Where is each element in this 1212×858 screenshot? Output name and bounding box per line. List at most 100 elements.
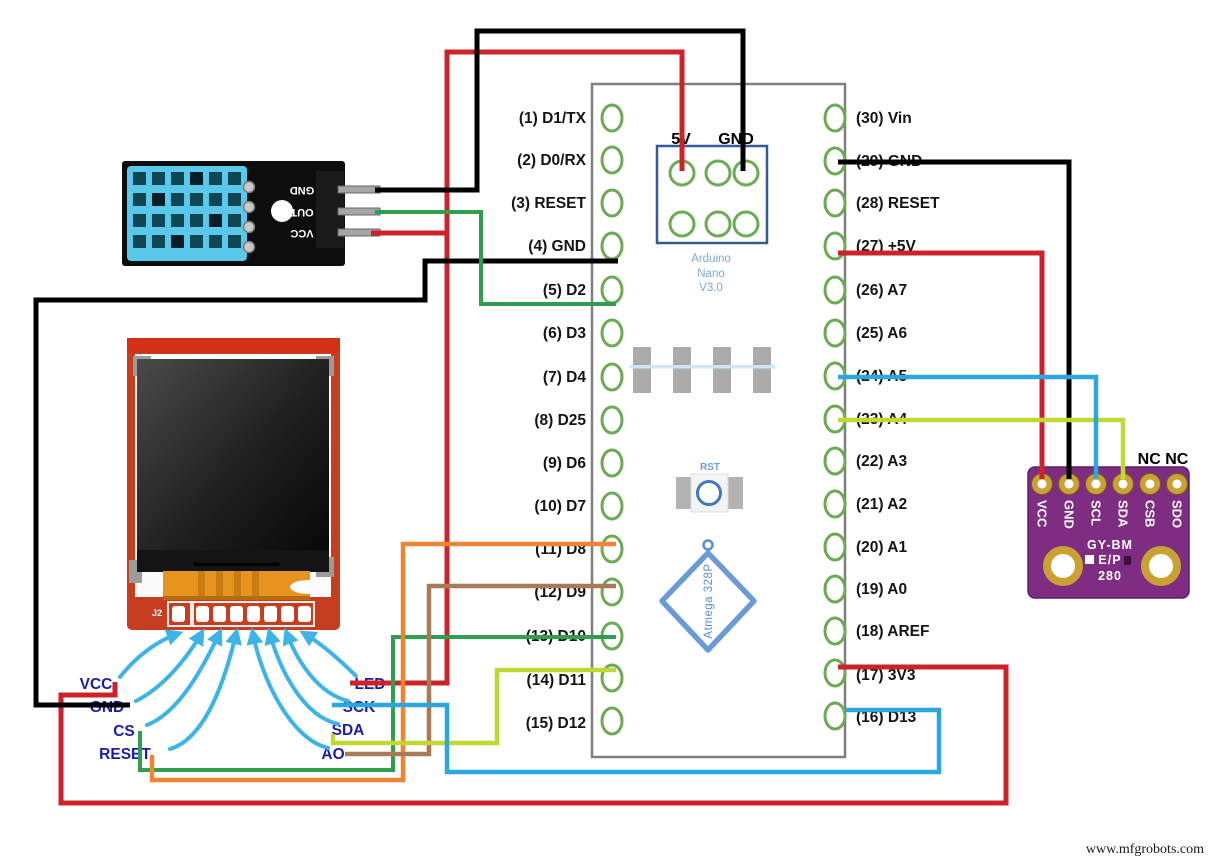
- mcu-chip: Atmega 328P: [659, 539, 757, 653]
- bmp-label-vcc: VCC: [1035, 500, 1050, 528]
- wire-gnd-bmp-black: [838, 159, 1072, 479]
- pin-label-right-17: (17) 3V3: [856, 667, 916, 684]
- pin-hole: [823, 616, 847, 646]
- reset-button-pad: [676, 477, 691, 509]
- pin-hole: [600, 145, 624, 175]
- bmp-component: [1124, 556, 1131, 565]
- dht11-out-label: OUT: [290, 206, 314, 218]
- nano-smd-pads: [630, 347, 775, 393]
- pin-hole: [600, 362, 624, 392]
- tft-label-vcc: VCC: [80, 676, 113, 693]
- icsp-gnd-label: GND: [718, 131, 754, 148]
- solder-joint: [242, 220, 256, 234]
- wire-sck-d13-blue: [332, 702, 942, 775]
- wire-cs-d10-green: [138, 635, 616, 772]
- tft-screen-line: [194, 563, 279, 566]
- bmp280-pins: [1031, 473, 1188, 495]
- bmp-label-csb: CSB: [1143, 500, 1158, 527]
- pin-hole: [823, 658, 847, 688]
- tft-pin: [230, 606, 243, 622]
- icsp-pin: [704, 159, 732, 187]
- mcu-outline: [659, 550, 757, 653]
- bmp-nc-label: NC NC: [1138, 451, 1189, 468]
- tft-pin-box-1: [167, 601, 192, 627]
- pin-label-right-18: (18) AREF: [856, 623, 930, 640]
- bmp-label-sda: SDA: [1116, 500, 1131, 528]
- mcu-label: Atmega 328P: [703, 563, 715, 638]
- pin-hole: [1118, 479, 1128, 489]
- pin-label-left-14: (14) D11: [527, 672, 587, 689]
- pin-hole: [1064, 479, 1074, 489]
- pin-label-right-30: (30) Vin: [856, 110, 912, 127]
- pin-label-right-19: (19) A0: [856, 581, 907, 598]
- wire-5v-rail-red: [350, 49, 685, 686]
- pin-label-left-10: (10) D7: [534, 498, 586, 515]
- pin-label-right-28: (28) RESET: [856, 195, 940, 212]
- tft-pin: [298, 606, 311, 622]
- arrow-reset-to-pin4: [168, 627, 242, 751]
- rst-label: RST: [700, 462, 720, 473]
- icsp-header: [655, 144, 769, 245]
- pin-hole: [600, 188, 624, 218]
- smd-pad: [633, 347, 651, 393]
- pin-hole: [600, 491, 624, 521]
- wires: [33, 28, 1126, 806]
- pin-label-left-7: (7) D4: [543, 369, 586, 386]
- nano-board-outline: [590, 82, 847, 759]
- pin-hole: [823, 532, 847, 562]
- bmp-silkscreen-1: GY-BM: [1087, 538, 1133, 552]
- bmp-label-scl: SCL: [1089, 500, 1104, 526]
- pin-hole: [1145, 479, 1155, 489]
- arrow-gnd-to-pin2: [134, 628, 205, 703]
- icsp-pin: [732, 210, 760, 238]
- pin-hole: [600, 706, 624, 736]
- pin-label-left-8: (8) D25: [534, 412, 586, 429]
- arrow-ao-to-pin5: [246, 627, 330, 750]
- pin-hole: [1172, 479, 1182, 489]
- tft-label-ao: AO: [321, 746, 344, 763]
- pin-label-right-25: (25) A6: [856, 325, 907, 342]
- icsp-box: [655, 144, 769, 245]
- pin-hole: [600, 577, 624, 607]
- icsp-pin: [668, 210, 696, 238]
- bmp280-pin-labels: VCC GND SCL SDA CSB SDO: [1035, 500, 1185, 529]
- arrow-led-to-pin8: [299, 630, 358, 678]
- wire-a4-bmp-sda-chartreuse: [838, 417, 1126, 479]
- tft-pin: [247, 606, 260, 622]
- wire-dht-gnd-black: [375, 28, 746, 193]
- dht11-module: GND OUT VCC: [122, 161, 381, 266]
- cable-shadow: [163, 596, 310, 600]
- dht11-pins: [337, 185, 381, 237]
- tft-connector-label: J2: [152, 608, 163, 619]
- pin-hole: [823, 574, 847, 604]
- pin-label-right-20: (20) A1: [856, 539, 907, 556]
- bmp-silkscreen-3: 280: [1098, 569, 1122, 583]
- pin-hole: [823, 701, 847, 731]
- reset-button: [676, 473, 743, 513]
- tft-display-module: J2: [127, 338, 340, 630]
- left-pin-holes: [600, 103, 624, 736]
- icsp-pin: [704, 210, 732, 238]
- pin-label-left-3: (3) RESET: [511, 195, 586, 212]
- tft-pins: [172, 606, 311, 622]
- pin-label-left-15: (15) D12: [526, 715, 586, 732]
- dht11-sensor-grid: [133, 172, 241, 248]
- pin-hole: [600, 275, 624, 305]
- pin-hole: [823, 446, 847, 476]
- wire-a5-bmp-scl-blue: [838, 374, 1099, 479]
- tft-pin-box-2: [192, 601, 315, 627]
- nano-brand-text: Arduino: [691, 253, 731, 265]
- tft-flex-cable: [163, 571, 310, 600]
- pin-label-left-2: (2) D0/RX: [517, 152, 587, 169]
- tft-pin: [196, 606, 209, 622]
- wire-reset-d8-orange: [149, 541, 616, 783]
- pin-label-left-4: (4) GND: [528, 238, 586, 255]
- dht11-mounting-hole: [271, 200, 293, 222]
- bmp-component: [1085, 555, 1094, 564]
- tft-label-cs: CS: [113, 723, 135, 740]
- tft-pin-arrows: [118, 627, 358, 751]
- pin-label-right-22: (22) A3: [856, 453, 907, 470]
- pin-hole: [600, 103, 624, 133]
- pin-label-left-1: (1) D1/TX: [519, 110, 587, 127]
